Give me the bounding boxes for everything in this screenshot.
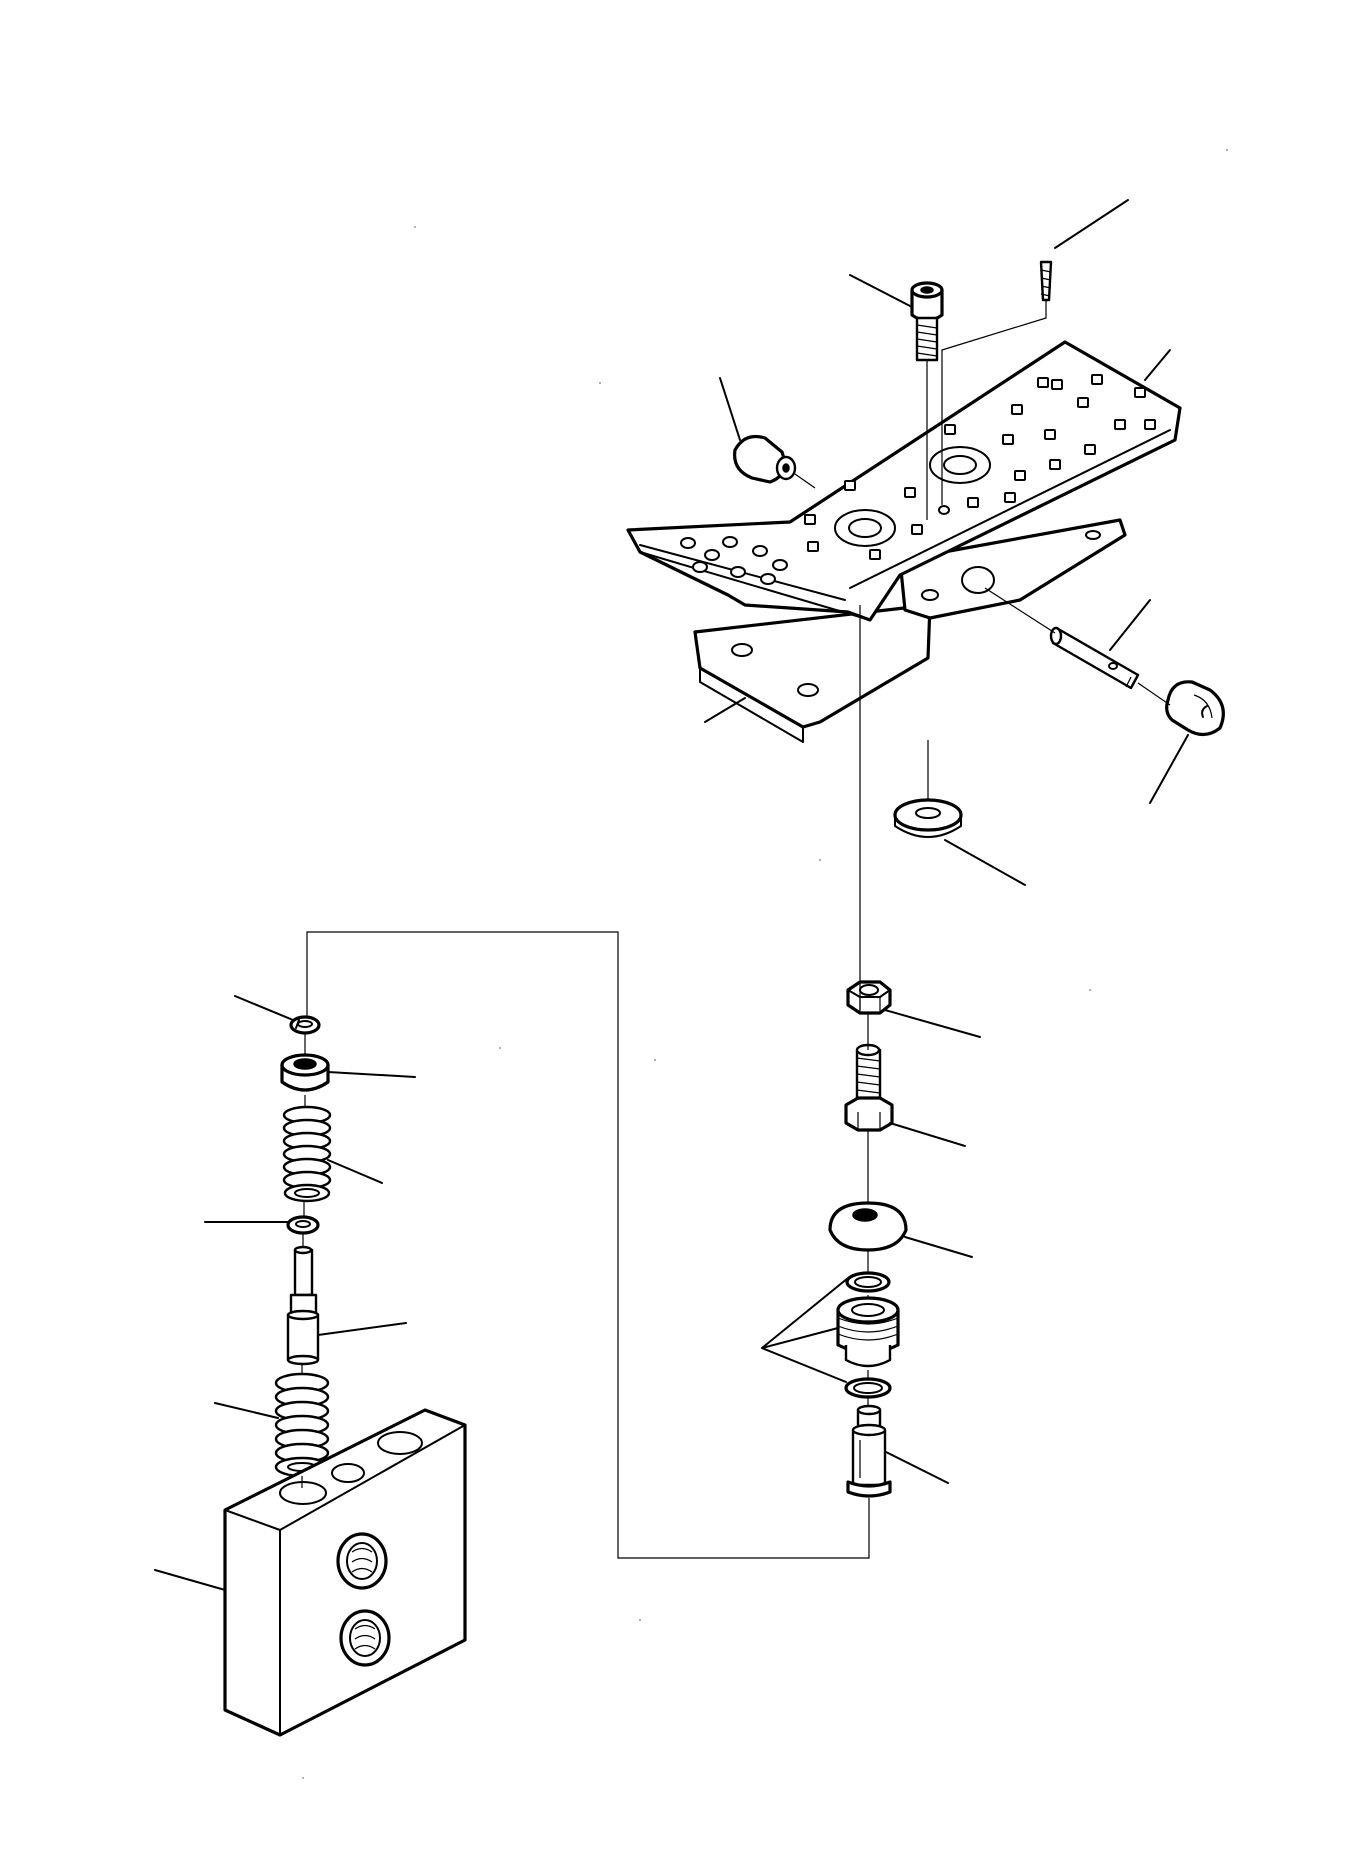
- small-washer: [288, 1217, 318, 1233]
- leader-flat-washer: [945, 840, 1025, 885]
- stop-bumper: [735, 437, 795, 483]
- pedal-tread-holes: [681, 375, 1155, 584]
- leader-upper-spring: [328, 1160, 382, 1183]
- leader-lines: [155, 200, 1188, 1590]
- leader-stop-bumper: [720, 378, 740, 440]
- leader-pedal-plate: [1145, 350, 1170, 380]
- leader-o-rings-fitting: [762, 1278, 848, 1382]
- leader-set-screw: [1055, 200, 1128, 248]
- leader-spring-seat: [328, 1072, 415, 1077]
- cap-screw: [912, 283, 942, 360]
- leader-lower-spring: [215, 1403, 278, 1418]
- leader-cap-screw: [850, 275, 912, 307]
- leader-dome-cap: [905, 1237, 972, 1257]
- dome-cap: [830, 1203, 906, 1250]
- hex-nut: [848, 982, 890, 1013]
- o-ring-lower: [846, 1379, 890, 1397]
- plunger: [848, 1406, 890, 1496]
- leader-adjusting-bolt: [890, 1123, 965, 1146]
- leader-valve-body: [155, 1570, 225, 1590]
- leader-plunger: [886, 1452, 948, 1483]
- pedal-assembly: [628, 262, 1223, 1496]
- lower-spring: [276, 1374, 328, 1476]
- leader-pin-retainer-cap: [1150, 735, 1188, 803]
- valve-spool: [288, 1247, 318, 1364]
- flat-washer: [895, 800, 961, 837]
- upper-spring: [284, 1107, 330, 1201]
- leader-hinge-pin: [1110, 600, 1150, 650]
- leader-retaining-clip: [235, 996, 293, 1020]
- adjusting-bolt: [846, 1045, 892, 1130]
- o-ring-upper: [847, 1273, 889, 1291]
- leader-valve-spool: [318, 1323, 406, 1335]
- retaining-clip: [291, 1017, 319, 1033]
- leader-base-plate: [705, 698, 745, 722]
- valve-body: [225, 1410, 465, 1735]
- pin-retainer-cap: [1167, 682, 1224, 735]
- pedal-hinge-bracket: [900, 520, 1125, 618]
- set-screw: [1041, 262, 1051, 300]
- leader-hex-nut: [885, 1010, 980, 1037]
- assembly-lines: [302, 300, 1170, 1558]
- plug-fitting: [838, 1298, 898, 1366]
- spring-seat: [282, 1055, 328, 1090]
- hinge-pin: [1051, 628, 1138, 688]
- pedal-plate: [628, 342, 1180, 620]
- scan-specks: [302, 149, 1228, 1779]
- base-plate: [695, 605, 930, 742]
- valve-assembly: [225, 1017, 465, 1735]
